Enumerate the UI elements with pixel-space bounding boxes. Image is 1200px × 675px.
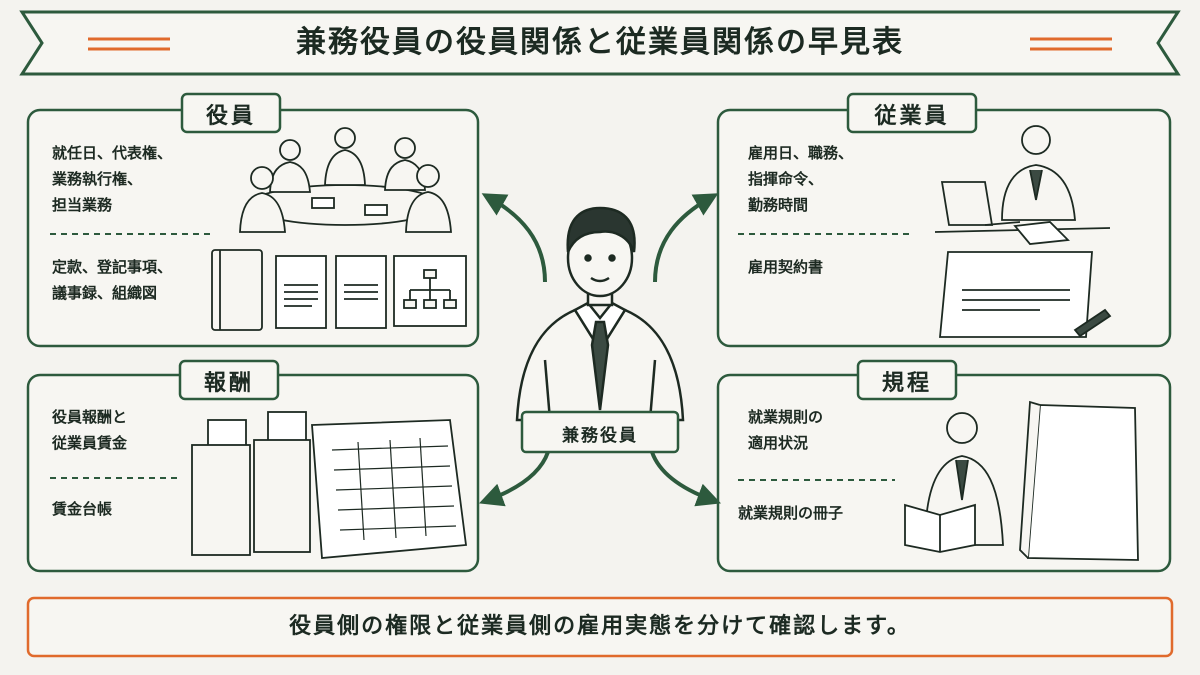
officer-documents: [211, 249, 467, 331]
officer-item: 就任日、代表権、: [52, 144, 173, 162]
title-decor-left: [88, 37, 170, 51]
rules-items-top: 就業規則の 適用状況: [748, 404, 823, 456]
page-title: 兼務役員の役員関係と従業員関係の早見表: [296, 25, 904, 60]
center-label-box: [520, 410, 680, 454]
rules-items-bottom: 就業規則の冊子: [738, 500, 843, 526]
tab-officer-box: [180, 92, 282, 134]
rules-doc-item: 就業規則の冊子: [738, 504, 844, 522]
center-label: 兼務役員: [562, 426, 638, 446]
officer-doc-item: 定款、登記事項、: [52, 258, 173, 276]
officer-item: 担当業務: [52, 196, 113, 214]
tab-pay-box: [178, 359, 280, 401]
footer-note: 役員側の権限と従業員側の雇用実態を分けて確認します。: [289, 614, 911, 639]
officer-items-bottom: 定款、登記事項、 議事録、組織図: [52, 254, 172, 306]
tab-employee-label: 従業員: [874, 104, 950, 129]
arrow-to-rules: [650, 451, 722, 507]
reader-illustration: [904, 412, 1004, 553]
pay-doc-item: 賃金台帳: [52, 500, 113, 518]
meeting-illustration: [239, 127, 452, 233]
title-ribbon: [19, 10, 1181, 76]
employee-items-bottom: 雇用契約書: [748, 254, 823, 280]
tab-rules-label: 規程: [881, 371, 932, 396]
arrow-to-pay: [478, 451, 550, 507]
employee-item: 指揮命令、: [748, 170, 824, 188]
tab-employee-box: [846, 92, 978, 134]
officer-item: 業務執行権、: [52, 170, 143, 188]
pay-items-top: 役員報酬と 従業員賃金: [52, 404, 127, 456]
pay-item: 役員報酬と: [52, 408, 128, 426]
employee-doc-item: 雇用契約書: [748, 258, 824, 276]
rules-booklet-illustration: [1019, 400, 1139, 561]
arrow-to-employee: [653, 193, 719, 283]
desk-worker-illustration: [934, 125, 1111, 245]
footer-box: [26, 596, 1174, 658]
employee-items-top: 雇用日、職務、 指揮命令、 勤務時間: [748, 140, 853, 218]
contract-illustration: [939, 251, 1112, 338]
arrow-to-officer: [481, 193, 547, 283]
employee-item: 雇用日、職務、: [748, 144, 854, 162]
title-decor-right: [1030, 37, 1112, 51]
tab-officer-label: 役員: [205, 104, 256, 129]
employee-item: 勤務時間: [748, 196, 809, 214]
officer-items-top: 就任日、代表権、 業務執行権、 担当業務: [52, 140, 172, 218]
officer-doc-item: 議事録、組織図: [52, 284, 158, 302]
pay-items-bottom: 賃金台帳: [52, 496, 112, 522]
rules-item: 就業規則の: [748, 408, 824, 426]
rules-item: 適用状況: [748, 434, 809, 452]
pay-item: 従業員賃金: [52, 434, 128, 452]
central-person-illustration: [515, 206, 685, 422]
tab-pay-label: 報酬: [203, 371, 254, 396]
tab-rules-box: [856, 359, 958, 401]
pay-illustration: [191, 411, 468, 559]
